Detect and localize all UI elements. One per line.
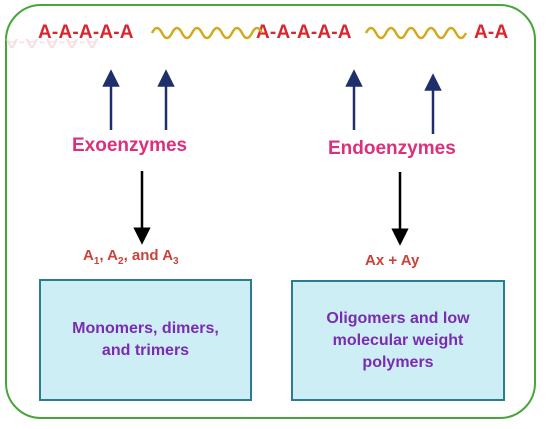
exo-products-description: Monomers, dimers, and trimers bbox=[72, 318, 219, 362]
endo-products-label: Ax + Ay bbox=[365, 252, 420, 269]
endo-products-box: Oligomers and low molecular weight polym… bbox=[291, 280, 505, 401]
exo-products-label: A1, A2, and A3 bbox=[83, 247, 179, 267]
rounded-frame bbox=[5, 4, 536, 419]
exo-box-line-2: and trimers bbox=[101, 342, 190, 359]
chain-segment-3: A-A bbox=[474, 22, 509, 43]
endo-box-line-1: Oligomers and low bbox=[326, 309, 470, 327]
endo-products-description: Oligomers and low molecular weight polym… bbox=[326, 308, 469, 374]
chain-segment-2: A-A-A-A-A bbox=[256, 22, 352, 43]
wavy-linker-2 bbox=[364, 26, 468, 40]
chain-segment-1: A-A-A-A-A bbox=[38, 22, 134, 43]
wavy-linker-1 bbox=[150, 26, 264, 40]
exoenzymes-label: Exoenzymes bbox=[72, 135, 188, 156]
exo-products-box: Monomers, dimers, and trimers bbox=[39, 279, 252, 401]
exo-box-line-1: Monomers, dimers, bbox=[72, 320, 219, 337]
endo-box-line-2: molecular weight bbox=[332, 331, 464, 349]
endoenzymes-label: Endoenzymes bbox=[328, 138, 456, 159]
endo-box-line-3: polymers bbox=[362, 353, 434, 371]
